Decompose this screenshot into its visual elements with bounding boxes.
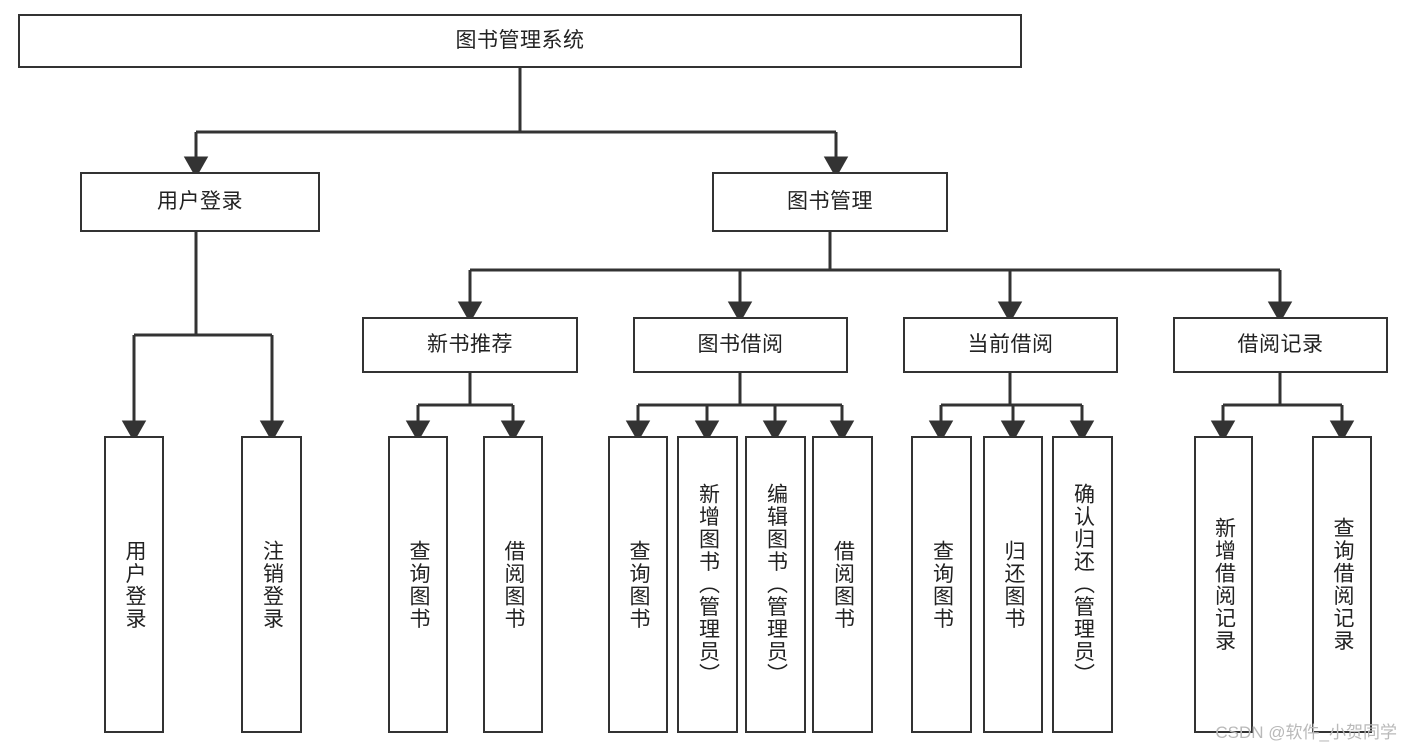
node-label: 图书管理 (787, 189, 873, 213)
leaf-current-borrow-return-book[interactable]: 归还图书 (983, 436, 1043, 733)
node-label: 借阅图书 (502, 539, 526, 630)
node-label: 新增借阅记录 (1212, 517, 1236, 652)
node-label: 归还图书 (1002, 539, 1026, 630)
node-label: 借阅图书 (831, 539, 855, 630)
node-borrow-record[interactable]: 借阅记录 (1173, 317, 1388, 373)
leaf-current-borrow-confirm-return-admin[interactable]: 确认归还（管理员） (1052, 436, 1113, 733)
leaf-borrow-record-query-record[interactable]: 查询借阅记录 (1312, 436, 1372, 733)
leaf-borrow-record-add-record[interactable]: 新增借阅记录 (1194, 436, 1253, 733)
node-label: 图书借阅 (697, 332, 784, 356)
leaf-current-borrow-query-book[interactable]: 查询图书 (911, 436, 972, 733)
node-book-management[interactable]: 图书管理 (712, 172, 948, 232)
node-label: 注销登录 (260, 539, 284, 630)
leaf-new-book-borrow-book[interactable]: 借阅图书 (483, 436, 543, 733)
leaf-book-borrow-borrow-book[interactable]: 借阅图书 (812, 436, 873, 733)
node-label: 新书推荐 (427, 332, 513, 356)
node-label: 查询图书 (627, 539, 651, 630)
node-current-borrow[interactable]: 当前借阅 (903, 317, 1118, 373)
leaf-new-book-query-book[interactable]: 查询图书 (388, 436, 448, 733)
node-label: 查询图书 (930, 539, 954, 630)
node-label: 编辑图书（管理员） (764, 483, 788, 686)
csdn-watermark: CSDN @软件_小贺同学 (1215, 723, 1397, 742)
node-book-borrow[interactable]: 图书借阅 (633, 317, 848, 373)
node-label: 用户登录 (123, 539, 147, 630)
node-label: 查询图书 (407, 539, 431, 630)
node-label: 当前借阅 (967, 332, 1054, 356)
node-new-book-recommend[interactable]: 新书推荐 (362, 317, 578, 373)
leaf-user-login-logout[interactable]: 注销登录 (241, 436, 302, 733)
leaf-book-borrow-query-book[interactable]: 查询图书 (608, 436, 668, 733)
node-root-book-management-system[interactable]: 图书管理系统 (18, 14, 1022, 68)
node-label: 查询借阅记录 (1331, 517, 1355, 652)
leaf-book-borrow-edit-book-admin[interactable]: 编辑图书（管理员） (745, 436, 806, 733)
leaf-book-borrow-add-book-admin[interactable]: 新增图书（管理员） (677, 436, 738, 733)
node-label: 图书管理系统 (455, 28, 585, 52)
node-label: 新增图书（管理员） (696, 483, 720, 686)
leaf-user-login-login[interactable]: 用户登录 (104, 436, 164, 733)
node-label: 确认归还（管理员） (1071, 483, 1095, 686)
node-label: 借阅记录 (1237, 332, 1324, 356)
node-label: 用户登录 (157, 189, 243, 213)
node-user-login[interactable]: 用户登录 (80, 172, 320, 232)
